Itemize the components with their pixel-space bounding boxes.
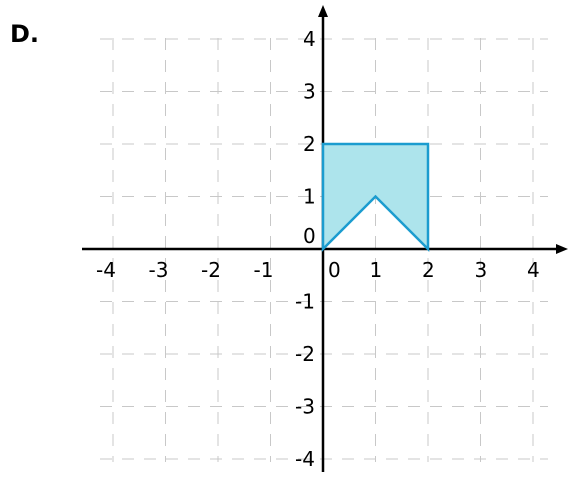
- y-tick-label: -2: [295, 342, 315, 366]
- tick-labels: -4 -3 -2 -1 0 1 2 3 4 -4 -3 -2 -1 0 1 2 3 4: [96, 27, 540, 471]
- x-tick-label: -1: [254, 258, 274, 282]
- y-tick-label: -4: [295, 447, 315, 471]
- option-label: D.: [10, 20, 39, 48]
- y-tick-label: -1: [295, 290, 315, 314]
- y-tick-label: 1: [303, 185, 316, 209]
- x-tick-label: 1: [370, 258, 383, 282]
- x-tick-label: -2: [201, 258, 221, 282]
- x-tick-label: 4: [527, 258, 540, 282]
- x-tick-label: 0: [328, 258, 341, 282]
- shape-layer: [321, 142, 430, 253]
- y-tick-label: 0: [303, 224, 316, 248]
- shaded-region: [321, 142, 430, 253]
- x-axis-arrow: [556, 244, 568, 254]
- x-tick-label: -4: [96, 258, 116, 282]
- y-tick-label: 3: [303, 80, 316, 104]
- y-tick-label: 2: [303, 132, 316, 156]
- x-tick-label: 2: [422, 258, 435, 282]
- y-tick-label: -3: [295, 395, 315, 419]
- x-tick-label: -3: [149, 258, 169, 282]
- x-tick-label: 3: [475, 258, 488, 282]
- y-tick-label: 4: [303, 27, 316, 51]
- y-axis-arrow: [318, 5, 328, 17]
